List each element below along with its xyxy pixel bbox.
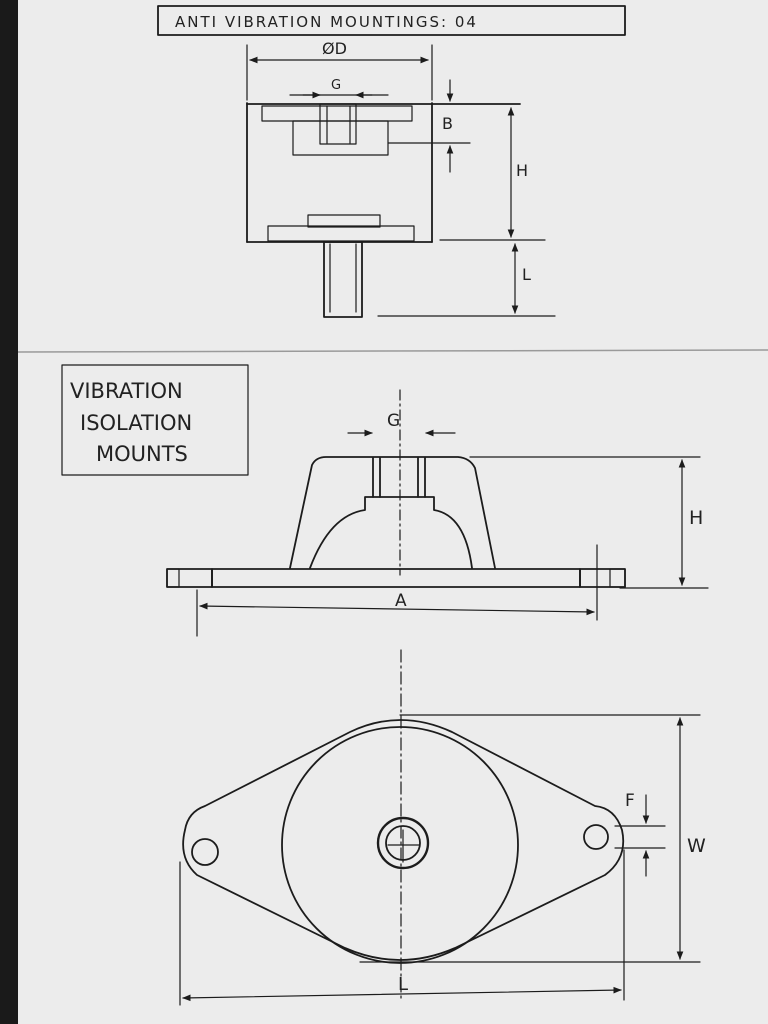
side-dim-thread-label: G [387, 411, 400, 431]
label-line-1: VIBRATION [70, 379, 183, 403]
dim-height-label: H [516, 161, 528, 180]
label-line-3: MOUNTS [96, 442, 188, 466]
dim-stud-length-label: L [522, 265, 531, 284]
dim-diameter-label: ØD [322, 39, 347, 58]
dim-thread-label: G [331, 78, 341, 93]
dim-boss-label: B [442, 114, 453, 133]
section-divider [17, 349, 768, 353]
side-dim-height-label: H [689, 507, 703, 529]
section-label-box: VIBRATION ISOLATION MOUNTS [61, 364, 249, 476]
mount-side-view: G H A [166, 389, 709, 637]
plan-dim-length-label: L [398, 974, 408, 995]
plan-dim-width-label: W [687, 835, 706, 857]
mount-section-view: ØD G B H L [246, 39, 556, 318]
title-block: ANTI VIBRATION MOUNTINGS: 04 [157, 5, 626, 36]
mount-plan-view: F W L [179, 649, 706, 1006]
title-text: ANTI VIBRATION MOUNTINGS: 04 [175, 13, 478, 31]
plan-dim-hole-label: F [625, 791, 635, 811]
label-line-2: ISOLATION [80, 411, 192, 435]
side-dim-length-label: A [395, 591, 407, 611]
